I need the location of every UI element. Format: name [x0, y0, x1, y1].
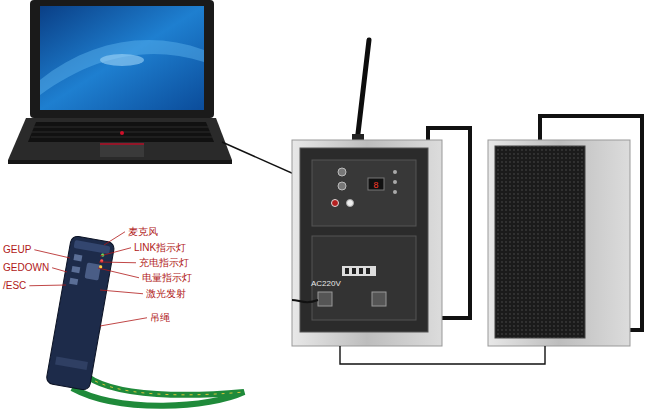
- part-label: 激光发射: [146, 288, 186, 300]
- lanyard: [72, 372, 244, 406]
- part-label: GEUP: [3, 244, 31, 256]
- passive-speaker: [488, 116, 642, 346]
- leader-line: [100, 248, 131, 256]
- part-label: GEDOWN: [3, 262, 49, 274]
- leader-line: [100, 290, 143, 294]
- laptop: [8, 0, 232, 164]
- svg-text:8: 8: [373, 181, 378, 191]
- part-label: LINK指示灯: [134, 242, 186, 254]
- leader-line: [29, 285, 66, 287]
- leader-line: [100, 318, 147, 326]
- leader-line: [52, 268, 67, 272]
- leader-line: [98, 268, 139, 278]
- part-label: 吊绳: [150, 312, 170, 324]
- part-label: 充电指示灯: [139, 257, 189, 269]
- part-label: 电量指示灯: [142, 272, 192, 284]
- part-label: /ESC: [3, 280, 26, 292]
- speaker-cable: [340, 346, 545, 364]
- leader-line: [104, 232, 125, 245]
- panel-marking: AC220V: [311, 279, 341, 288]
- leader-line: [34, 250, 70, 258]
- part-label: 麦克风: [128, 226, 158, 238]
- leader-line: [99, 262, 136, 264]
- active-speaker: 8: [292, 40, 470, 346]
- wireless-presenter: [46, 235, 115, 390]
- antenna: [357, 40, 369, 142]
